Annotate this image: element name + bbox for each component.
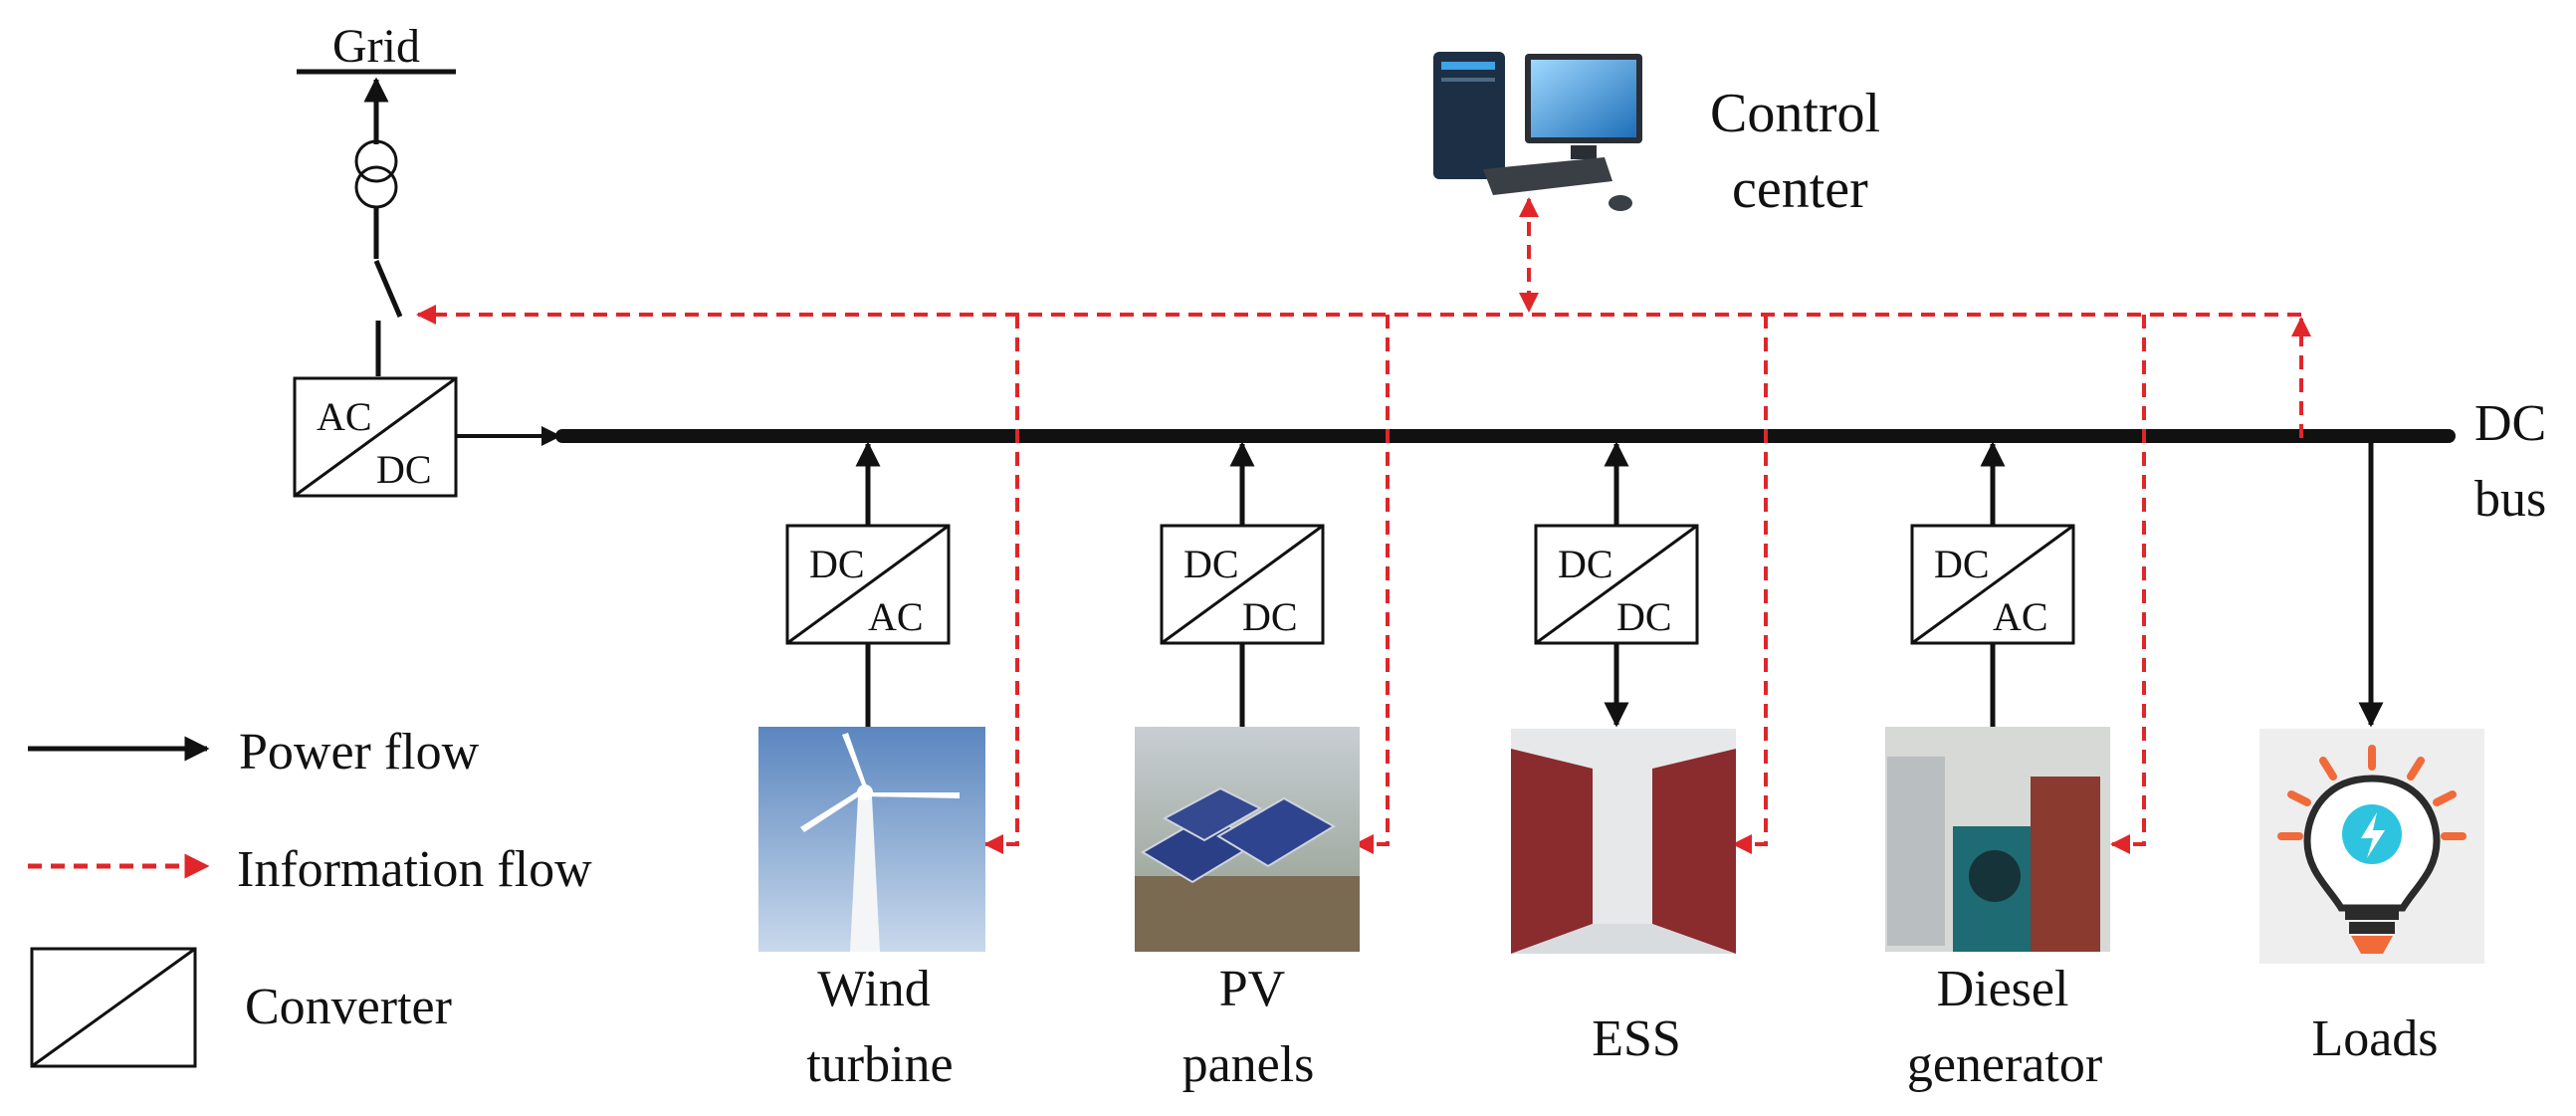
pv-panels-label-line2: panels (1182, 1036, 1315, 1093)
pv-panels-image (1135, 727, 1360, 952)
dc-bus-label-line2: bus (2474, 471, 2546, 528)
transformer-icon (354, 139, 398, 209)
wind-converter-top: DC (809, 542, 865, 586)
legend-information-flow-label: Information flow (237, 841, 592, 898)
diesel-converter-top: DC (1934, 542, 1990, 586)
diesel-converter-bottom: AC (1993, 594, 2048, 639)
ess-label: ESS (1592, 1010, 1681, 1067)
control-center-label-line2: center (1732, 158, 1868, 220)
diesel-generator-image (1885, 727, 2110, 952)
grid-converter-bottom: DC (376, 447, 432, 492)
pv-converter-top: DC (1183, 542, 1239, 586)
ess-branch: DC DC (1534, 441, 1699, 728)
wind-converter-bottom: AC (868, 594, 924, 639)
loads-label: Loads (2311, 1010, 2438, 1067)
wind-turbine-label-line1: Wind (817, 961, 930, 1017)
diesel-generator-label-line2: generator (1907, 1036, 2102, 1093)
wind-turbine-branch: DC AC (785, 441, 951, 729)
legend: Power flow Information flow Converter (28, 724, 592, 1068)
legend-power-flow-label: Power flow (239, 724, 480, 781)
ess-image (1511, 729, 1736, 954)
wind-turbine-image (758, 727, 985, 952)
pv-panels-label-line1: PV (1219, 961, 1285, 1017)
computer-icon (1433, 52, 1642, 211)
grid-converter-top: AC (317, 394, 372, 439)
ess-converter-top: DC (1558, 542, 1613, 586)
diesel-generator-label-line1: Diesel (1937, 961, 2069, 1017)
control-center-label-line1: Control (1710, 83, 1880, 144)
switch-icon (373, 207, 403, 376)
grid-converter: AC DC (293, 376, 458, 498)
pv-converter-bottom: DC (1242, 594, 1298, 639)
legend-converter-label: Converter (245, 979, 452, 1035)
grid-symbol: Grid (297, 20, 456, 144)
diesel-generator-branch: DC AC (1910, 441, 2075, 729)
ess-converter-bottom: DC (1616, 594, 1672, 639)
wind-turbine-label-line2: turbine (806, 1036, 953, 1093)
lightbulb-icon (2259, 729, 2484, 964)
grid-label: Grid (332, 20, 420, 73)
dc-bus-label-line1: DC (2474, 395, 2546, 452)
pv-panels-branch: DC DC (1160, 441, 1325, 729)
information-flow-network (416, 197, 2311, 854)
